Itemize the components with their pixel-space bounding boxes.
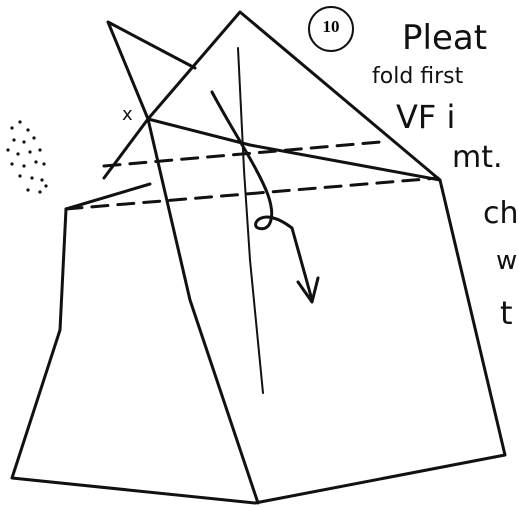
stipple-texture	[6, 120, 47, 193]
instruction-line-6: w	[496, 246, 517, 276]
instruction-line-3: VF i	[396, 98, 455, 136]
instruction-line-2: fold first	[372, 64, 463, 89]
step-badge: 10	[308, 6, 354, 52]
corner-marker: x	[122, 104, 133, 125]
instruction-line-5: ch	[483, 196, 518, 231]
front-flap-edge	[108, 22, 258, 503]
instruction-line-7: t	[500, 294, 513, 332]
instruction-line-4: mt.	[452, 140, 503, 175]
instruction-line-1: Pleat	[402, 18, 487, 58]
step-number: 10	[310, 17, 352, 37]
